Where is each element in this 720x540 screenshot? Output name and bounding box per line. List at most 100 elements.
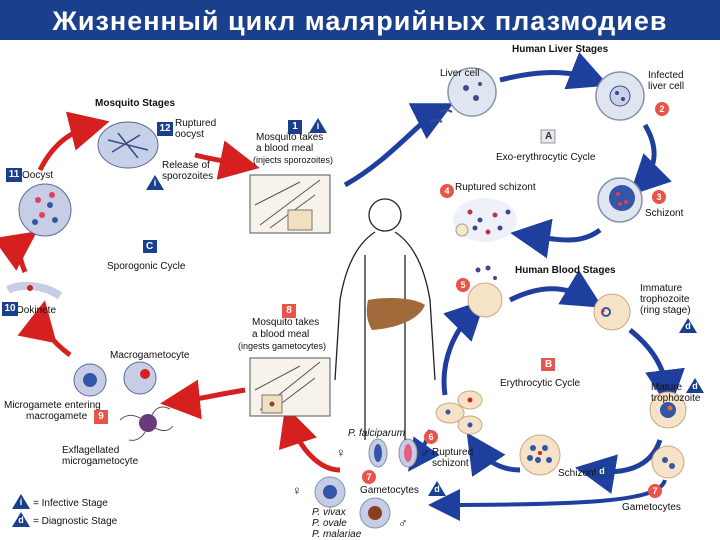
merozoite-rbc-image — [467, 265, 503, 318]
mosquito-sketch-bottom — [249, 357, 331, 417]
mosquito-sketch-top — [249, 174, 331, 234]
label-infected-2: liver cell — [648, 81, 685, 92]
badge-2: 2 — [655, 102, 669, 116]
vivax-gametocytes-image — [314, 476, 391, 529]
arrow-macro-to-ookinete — [17, 300, 72, 357]
cycle-c-letter: C — [146, 241, 154, 252]
label-oocyst: Oocyst — [22, 170, 54, 181]
page-title: Жизненный цикл малярийных плазмодиев — [52, 6, 668, 36]
exflagellated-image — [119, 406, 174, 441]
label-meal1-1: Mosquito takes — [256, 132, 324, 143]
cycle-c-box — [143, 240, 157, 253]
label-immature-1: Immature — [640, 283, 683, 294]
badge-3: 3 — [652, 190, 666, 204]
ring-stage-image — [593, 293, 631, 331]
mature-trophozoite-image — [649, 391, 687, 429]
section-liver-stages: Human Liver Stages — [512, 44, 609, 55]
badge-5: 5 — [456, 278, 470, 292]
arrow-gametocytes-to-mosquito — [278, 405, 341, 473]
ruptured-schizont-image — [453, 198, 517, 242]
label-exflagellated-2: microgametocyte — [62, 456, 139, 467]
falciparum-gametocytes-image — [368, 438, 418, 468]
legend-diagnostic-label: = Diagnostic Stage — [33, 516, 118, 527]
arrow-mosquito-to-micro — [160, 379, 246, 420]
arrow-ruptured-to-mosquito — [194, 140, 260, 180]
label-liver-cell: Liver cell — [440, 68, 480, 79]
diagnostic-marker-ring: d — [679, 318, 697, 333]
cycle-a-letter: A — [545, 131, 553, 142]
label-ruptured-schizont: Ruptured schizont — [455, 182, 536, 193]
arrow-oocyst-to-ruptured — [37, 111, 110, 172]
label-mature-1: Mature — [651, 382, 683, 393]
cycle-a-box — [540, 129, 556, 144]
liver-image — [366, 297, 425, 330]
label-p-vivax: P. vivax — [312, 507, 346, 518]
macrogametocyte-image — [73, 361, 157, 397]
section-blood-stages: Human Blood Stages — [515, 265, 616, 276]
label-ruptured-blood-1: Ruptured — [432, 447, 474, 458]
label-ookinete: Ookinete — [16, 305, 57, 316]
badge-1: 1 — [288, 120, 302, 134]
label-infected-1: Infected — [648, 70, 684, 81]
arrow-ruptured-to-ring — [441, 299, 486, 396]
badge-8: 8 — [282, 304, 296, 318]
infected-liver-cell-image — [595, 71, 645, 121]
label-macrogametocyte: Macrogametocyte — [110, 350, 190, 361]
label-microgamete-1: Microgamete entering — [4, 400, 101, 411]
label-mature-2: trophozoite — [651, 393, 701, 404]
label-meal1-3: (injects sporozoites) — [253, 155, 334, 165]
cycle-b-box — [541, 358, 555, 371]
arrow-merozoite-to-ring — [508, 269, 603, 308]
label-microgamete-2: macrogamete — [26, 411, 88, 422]
label-p-falciparum: P. falciparum — [348, 428, 406, 439]
diagnostic-marker-mature: d — [686, 378, 704, 393]
badge-9: 9 — [94, 410, 108, 424]
badge-12: 12 — [157, 122, 173, 136]
label-meal2-2: a blood meal — [252, 329, 310, 340]
female-symbol-2: ♀ — [292, 483, 302, 498]
label-release-2: sporozoites — [162, 171, 214, 182]
badge-11: 11 — [6, 168, 22, 182]
badge-7b: 7 — [648, 484, 662, 498]
diagnostic-marker-gametocytes: d — [428, 481, 446, 496]
label-exflagellated-1: Exflagellated — [62, 445, 120, 456]
arrow-schizont-to-ruptured — [510, 218, 602, 259]
label-release-1: Release of — [162, 160, 210, 171]
legend-infective-icon: i — [12, 494, 30, 509]
arrow-infected-to-schizont — [629, 123, 672, 196]
title-bar — [0, 0, 720, 40]
schizont-image — [597, 177, 643, 223]
diagnostic-marker-schizont: d — [593, 463, 611, 478]
label-schizont: Schizont — [645, 208, 684, 219]
label-meal2-3: (ingests gametocytes) — [238, 341, 327, 351]
legend-infective-label: = Infective Stage — [33, 498, 108, 509]
arrow-mosquito-to-liver — [343, 103, 454, 188]
badge-6: 6 — [424, 430, 438, 444]
label-immature-2: trophozoite — [640, 294, 690, 305]
male-symbol-1: ♂ — [420, 445, 430, 460]
label-p-ovale: P. ovale — [312, 518, 347, 529]
badge-4: 4 — [440, 184, 454, 198]
badge-7a: 7 — [362, 470, 376, 484]
liver-cell-image — [429, 67, 497, 123]
label-gametocytes-top: Gametocytes — [360, 485, 419, 496]
female-symbol-1: ♀ — [336, 445, 346, 460]
human-body-image — [334, 198, 436, 440]
ruptured-oocyst-image — [97, 121, 159, 169]
label-meal1-2: a blood meal — [256, 143, 314, 154]
cycle-b-letter: B — [545, 359, 553, 370]
section-mosquito-stages: Mosquito Stages — [95, 98, 176, 109]
male-symbol-2: ♂ — [398, 515, 408, 530]
label-gametocytes-bottom: Gametocytes — [622, 502, 681, 513]
cycle-a-label: Exo-erythrocytic Cycle — [496, 152, 596, 163]
blood-schizont-2-image — [651, 445, 685, 479]
badge-10: 10 — [2, 302, 18, 316]
cycle-c-label: Sporogonic Cycle — [107, 261, 186, 272]
arrow-schizont-to-ruptured-blood — [466, 432, 521, 477]
label-ruptured-oocyst-1: Ruptured — [175, 118, 217, 129]
infective-marker-2: i — [146, 175, 164, 190]
arrow-ring-to-mature — [628, 328, 685, 410]
label-blood-schizont: Schizont — [558, 468, 597, 479]
oocyst-image — [18, 183, 72, 237]
